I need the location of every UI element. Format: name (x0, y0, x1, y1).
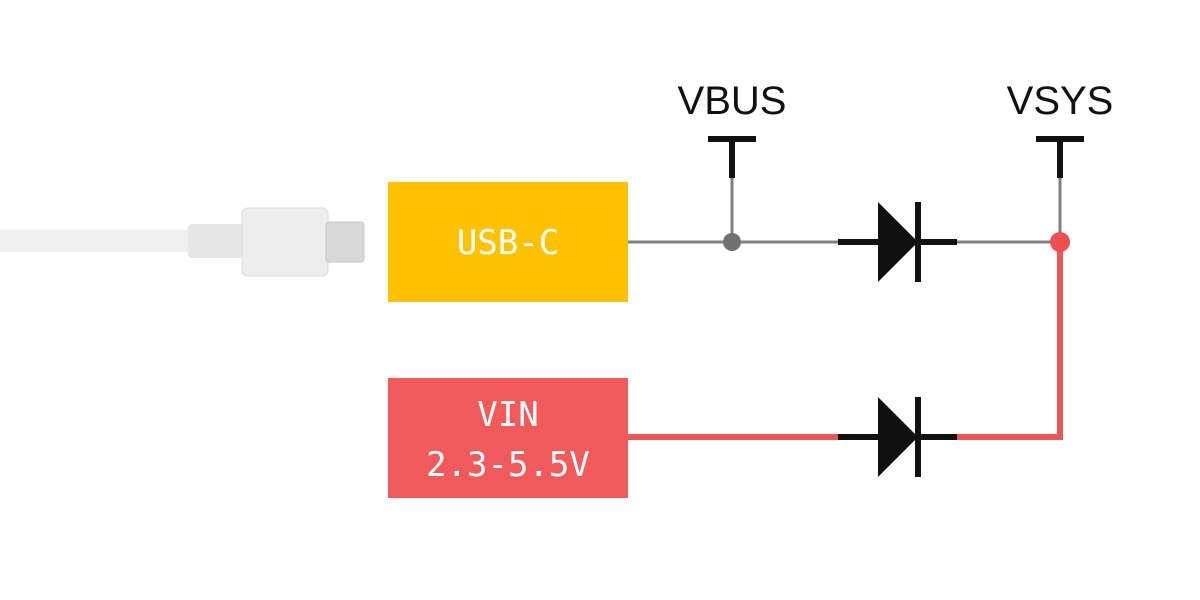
vin-wire (628, 232, 1070, 440)
usb-c-box (388, 182, 628, 302)
vin-block: VIN 2.3-5.5V (388, 378, 628, 498)
usb-c-label: USB-C (457, 223, 559, 263)
vsys-label: VSYS (1007, 79, 1114, 123)
vin-box (388, 378, 628, 498)
vbus-label: VBUS (678, 79, 787, 123)
diode-symbol (838, 397, 957, 477)
vsys-junction (1050, 232, 1070, 252)
vbus-terminal: VBUS (678, 79, 787, 178)
usb-wire (628, 178, 1062, 251)
vsys-terminal: VSYS (1007, 79, 1114, 178)
usb-c-block: USB-C (388, 182, 628, 302)
vin-label-line1: VIN (477, 395, 538, 435)
vbus-junction (723, 233, 741, 251)
vin-label-line2: 2.3-5.5V (426, 445, 590, 485)
diode-symbol (838, 202, 957, 282)
usb-c-cable-icon (0, 207, 365, 277)
